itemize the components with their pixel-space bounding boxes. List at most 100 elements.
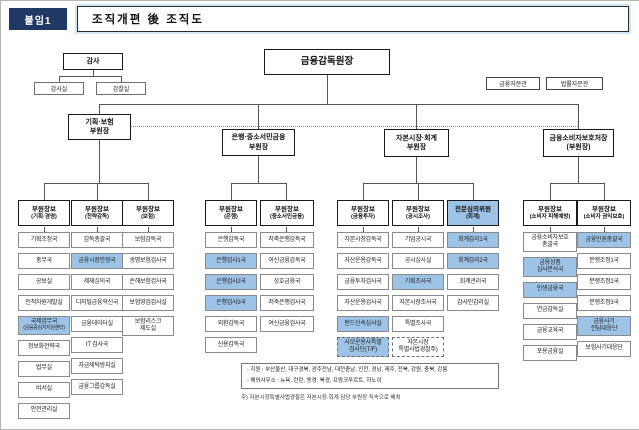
connector-line — [231, 183, 232, 200]
connector-line — [258, 104, 259, 129]
dept-box-label: 기업공시국 — [404, 236, 432, 243]
dept-box-label: 펀드신속심사실 — [344, 320, 382, 327]
dept-box: 비서실 — [18, 381, 70, 398]
dept-box-label: 비서실 — [36, 386, 52, 393]
dept-box: 감독총괄국 — [71, 232, 123, 248]
dept-head-subtitle: (공시조사) — [406, 213, 430, 220]
dept-box: 보험사기대응단 — [577, 340, 631, 357]
dept-box: 회계감리1국 — [447, 232, 499, 248]
dept-box: 연금감독실 — [523, 302, 577, 319]
connector-stub — [473, 227, 474, 232]
overseas-offices-line: - 해외사무소 : 뉴욕, 런던, 동경, 북경, 프랑크푸르트, 하노이 — [247, 378, 382, 384]
dept-box-label: 인적자원개발실 — [25, 299, 63, 306]
connector-line — [550, 183, 551, 200]
dept-box: 금융민원총괄국 — [577, 232, 631, 248]
dept-box-label: 제재심의국 — [83, 278, 111, 285]
dept-box-label: 분쟁조정2국 — [589, 278, 619, 285]
dept-head-subtitle: (소비자 권익보호) — [583, 213, 625, 220]
dept-box-label: 자본시장 특별사법경찰주) — [398, 340, 438, 353]
dept-box: 자본시장조사국 — [392, 295, 444, 311]
dept-box-label: 회계감리2국 — [458, 257, 488, 264]
dept-box: 금융그룹감독실 — [71, 379, 123, 395]
dept-box-label: 국제업무국 — [30, 319, 58, 325]
dept-box-label: 외환감독국 — [217, 320, 245, 327]
dept-box: 금융시장안정국 — [71, 253, 123, 269]
dept-box: 특별조사국 — [392, 316, 444, 332]
dept-box-label: 총무국 — [36, 257, 52, 264]
dept-head-box: 부원장보(금융투자) — [337, 200, 389, 226]
dept-head-title: 부원장보 — [592, 205, 616, 213]
dept-box-label: 공보실 — [36, 278, 52, 285]
dept-box: 상호금융국 — [260, 274, 314, 290]
dept-box: 자산운용감독국 — [337, 253, 389, 269]
dept-box-label: 분쟁조정1국 — [589, 257, 619, 264]
dept-box: 디지털금융혁신국 — [71, 295, 123, 311]
dept-head-subtitle: (회계) — [466, 213, 480, 220]
dept-box: 기획조정국 — [18, 232, 70, 248]
dept-head-subtitle: (보험) — [141, 213, 155, 220]
dept-box-label: 자본시장감독국 — [344, 236, 382, 243]
dept-box-label: 금융민원총괄국 — [585, 236, 623, 243]
dept-box: 보험감독국 — [122, 232, 174, 248]
connector-stub — [97, 227, 98, 232]
dept-box-label: 기획조사국 — [404, 278, 432, 285]
dept-head-title: 부원장보 — [136, 205, 160, 213]
dept-box: 금융데이터실 — [71, 316, 123, 332]
dept-box: 기업공시국 — [392, 232, 444, 248]
dept-box-label: 민생금융국 — [536, 286, 564, 293]
dept-box-label: 분쟁조정3국 — [589, 299, 619, 306]
connector-line — [286, 183, 287, 200]
dept-box-label: 금융시장안정국 — [78, 257, 116, 264]
dept-box-label: 여신금융감독국 — [268, 257, 306, 264]
deputy-governor-box: 자본시장·회계 부원장 — [384, 129, 449, 157]
connector-line — [416, 157, 417, 183]
dept-box-label: 포용금융실 — [536, 349, 564, 356]
dept-box: 분쟁조정2국 — [577, 274, 631, 290]
dept-box: 보험리스크 제도실 — [122, 316, 174, 336]
connector-stub — [44, 227, 45, 232]
dept-box: 회계감리2국 — [447, 253, 499, 269]
dept-box: 은행감독국 — [205, 232, 257, 248]
dept-box: 안전관리실 — [18, 402, 70, 419]
dept-box: 정보화전략국 — [18, 339, 70, 356]
deputy-governor-box: 은행·중소서민금융 부원장 — [222, 129, 295, 156]
dept-box-label: 신용감독국 — [217, 341, 245, 348]
dept-head-title: 부원장보 — [406, 205, 430, 213]
dept-head-box: 부원장보(소비자 피해예방) — [523, 200, 577, 226]
dept-box-label: 금융투자검사국 — [344, 278, 382, 285]
dept-box-label: 상호금융국 — [273, 278, 301, 285]
dept-box: 신용감독국 — [205, 337, 257, 353]
dept-box-label: 자산운용검사국 — [344, 299, 382, 306]
dept-box: 회계관리국 — [447, 274, 499, 290]
dept-box: 자본시장감독국 — [337, 232, 389, 248]
dept-box-label: 금융소비자보호 총괄국 — [531, 235, 569, 248]
connector-line — [418, 183, 419, 200]
dept-box: 법무실 — [18, 360, 70, 377]
connector-stub — [550, 227, 551, 232]
dept-box-label: 금융데이터실 — [81, 320, 113, 327]
connector-line — [258, 156, 259, 183]
dept-box: 인적자원개발실 — [18, 295, 70, 311]
connector-line — [550, 183, 604, 184]
dept-box: 자본시장 특별사법경찰주) — [392, 337, 444, 357]
connector-stub — [363, 227, 364, 232]
connector-line — [604, 183, 605, 200]
dept-head-subtitle: (금융투자) — [351, 213, 375, 220]
dept-head-title: 부원장보 — [219, 205, 243, 213]
dept-box: 제재심의국 — [71, 274, 123, 290]
dept-box: 여신금융검사국 — [260, 316, 314, 332]
legal-advisor-box: 법률자문관 — [546, 77, 603, 90]
dept-head-subtitle: (전략감독) — [85, 213, 109, 220]
connector-stub — [286, 227, 287, 232]
dept-box-label: 감사인감리실 — [457, 299, 489, 306]
dept-box: 은행검사3국 — [205, 295, 257, 311]
dept-head-title: 부원장보 — [538, 205, 562, 213]
connector-line — [44, 183, 45, 200]
